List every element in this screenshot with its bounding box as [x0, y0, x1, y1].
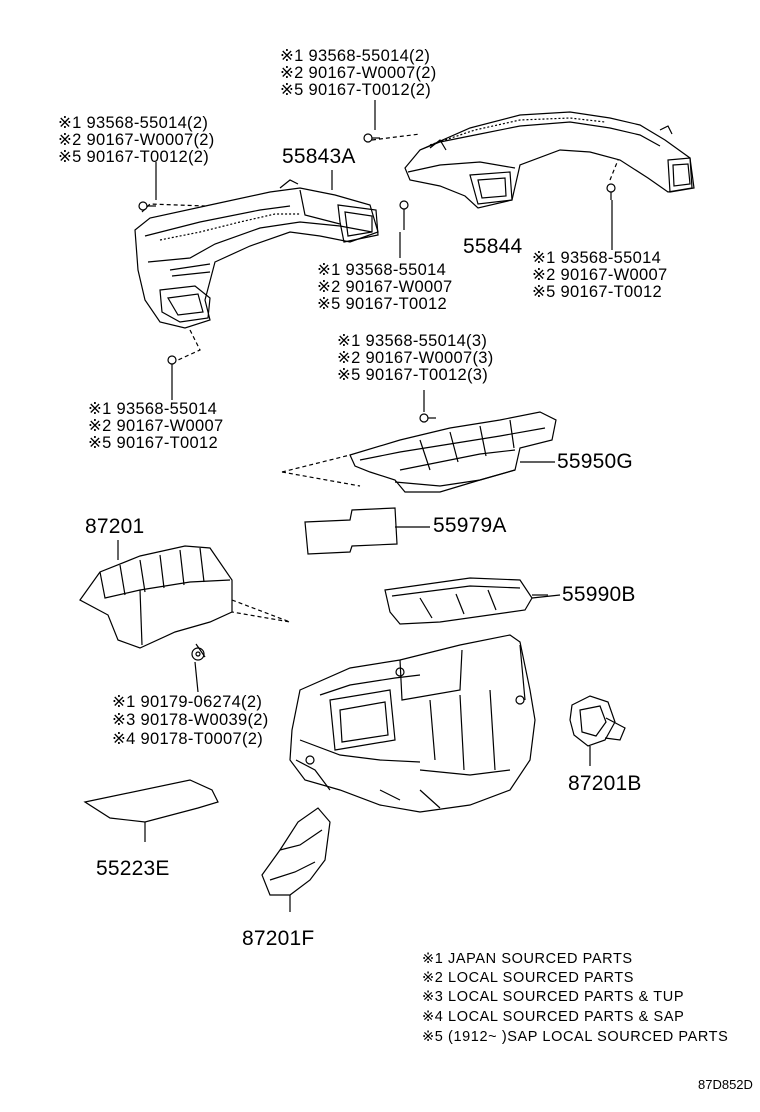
part-number-55844: 55844 — [463, 235, 523, 258]
screw-icon — [419, 413, 436, 423]
part-number-55223E: 55223E — [96, 857, 170, 880]
legend-line: ※5 (1912~ )SAP LOCAL SOURCED PARTS — [422, 1029, 729, 1045]
note-line: ※4 90178-T0007(2) — [112, 730, 264, 748]
note-line: ※1 93568-55014(2) — [58, 114, 209, 132]
part-number-87201: 87201 — [85, 515, 145, 538]
part-number-87201F: 87201F — [242, 927, 315, 950]
note-line: ※2 90167-W0007 — [532, 266, 668, 284]
filter-55990B-illustration — [384, 577, 548, 625]
note-line: ※5 90167-T0012(2) — [58, 148, 210, 166]
note-line: ※5 90167-T0012 — [532, 283, 662, 301]
note-line: ※5 90167-T0012 — [317, 295, 447, 313]
bracket-87201F-illustration — [261, 807, 331, 912]
pad-55223E-illustration — [83, 779, 219, 842]
legend-line: ※3 LOCAL SOURCED PARTS & TUP — [422, 989, 685, 1005]
motor-87201B-illustration — [569, 695, 626, 766]
screw-icon — [363, 133, 380, 143]
screw-icon — [167, 355, 177, 392]
heater-unit-illustration — [289, 634, 536, 813]
note-line: ※2 90167-W0007 — [317, 278, 453, 296]
part-number-87201B: 87201B — [568, 772, 642, 795]
legend-line: ※4 LOCAL SOURCED PARTS & SAP — [422, 1009, 685, 1025]
note-line: ※2 90167-W0007(3) — [337, 349, 494, 367]
leader-lines — [155, 100, 613, 693]
legend-line: ※1 JAPAN SOURCED PARTS — [422, 951, 633, 967]
note-line: ※1 93568-55014(3) — [337, 332, 488, 350]
screw-icon — [606, 183, 616, 200]
note-line: ※1 93568-55014(2) — [280, 47, 431, 65]
part-number-55979A: 55979A — [433, 514, 507, 537]
part-number-55990B: 55990B — [562, 583, 636, 606]
diagram-code: 87D852D — [698, 1077, 753, 1092]
screw-icon — [399, 200, 409, 230]
note-line: ※5 90167-T0012 — [88, 434, 218, 452]
note-line: ※1 93568-55014 — [317, 261, 447, 279]
note-line: ※2 90167-W0007(2) — [280, 64, 437, 82]
clip-icon — [191, 647, 205, 661]
note-line: ※5 90167-T0012(2) — [280, 81, 432, 99]
note-line: ※2 90167-W0007(2) — [58, 131, 215, 149]
part-number-55843A: 55843A — [282, 145, 356, 168]
note-line: ※1 93568-55014 — [532, 249, 662, 267]
note-line: ※3 90178-W0039(2) — [112, 711, 269, 729]
note-line: ※2 90167-W0007 — [88, 417, 224, 435]
panel-55950G-illustration — [281, 411, 557, 493]
unit-87201-illustration — [79, 540, 291, 658]
legend-line: ※2 LOCAL SOURCED PARTS — [422, 970, 635, 986]
note-line: ※1 93568-55014 — [88, 400, 218, 418]
note-line: ※5 90167-T0012(3) — [337, 366, 489, 384]
pad-55979A-illustration — [304, 507, 430, 555]
screw-icon — [138, 201, 156, 211]
duct-55844-illustration — [371, 111, 695, 209]
note-line: ※1 90179-06274(2) — [112, 693, 263, 711]
part-number-55950G: 55950G — [557, 450, 633, 473]
